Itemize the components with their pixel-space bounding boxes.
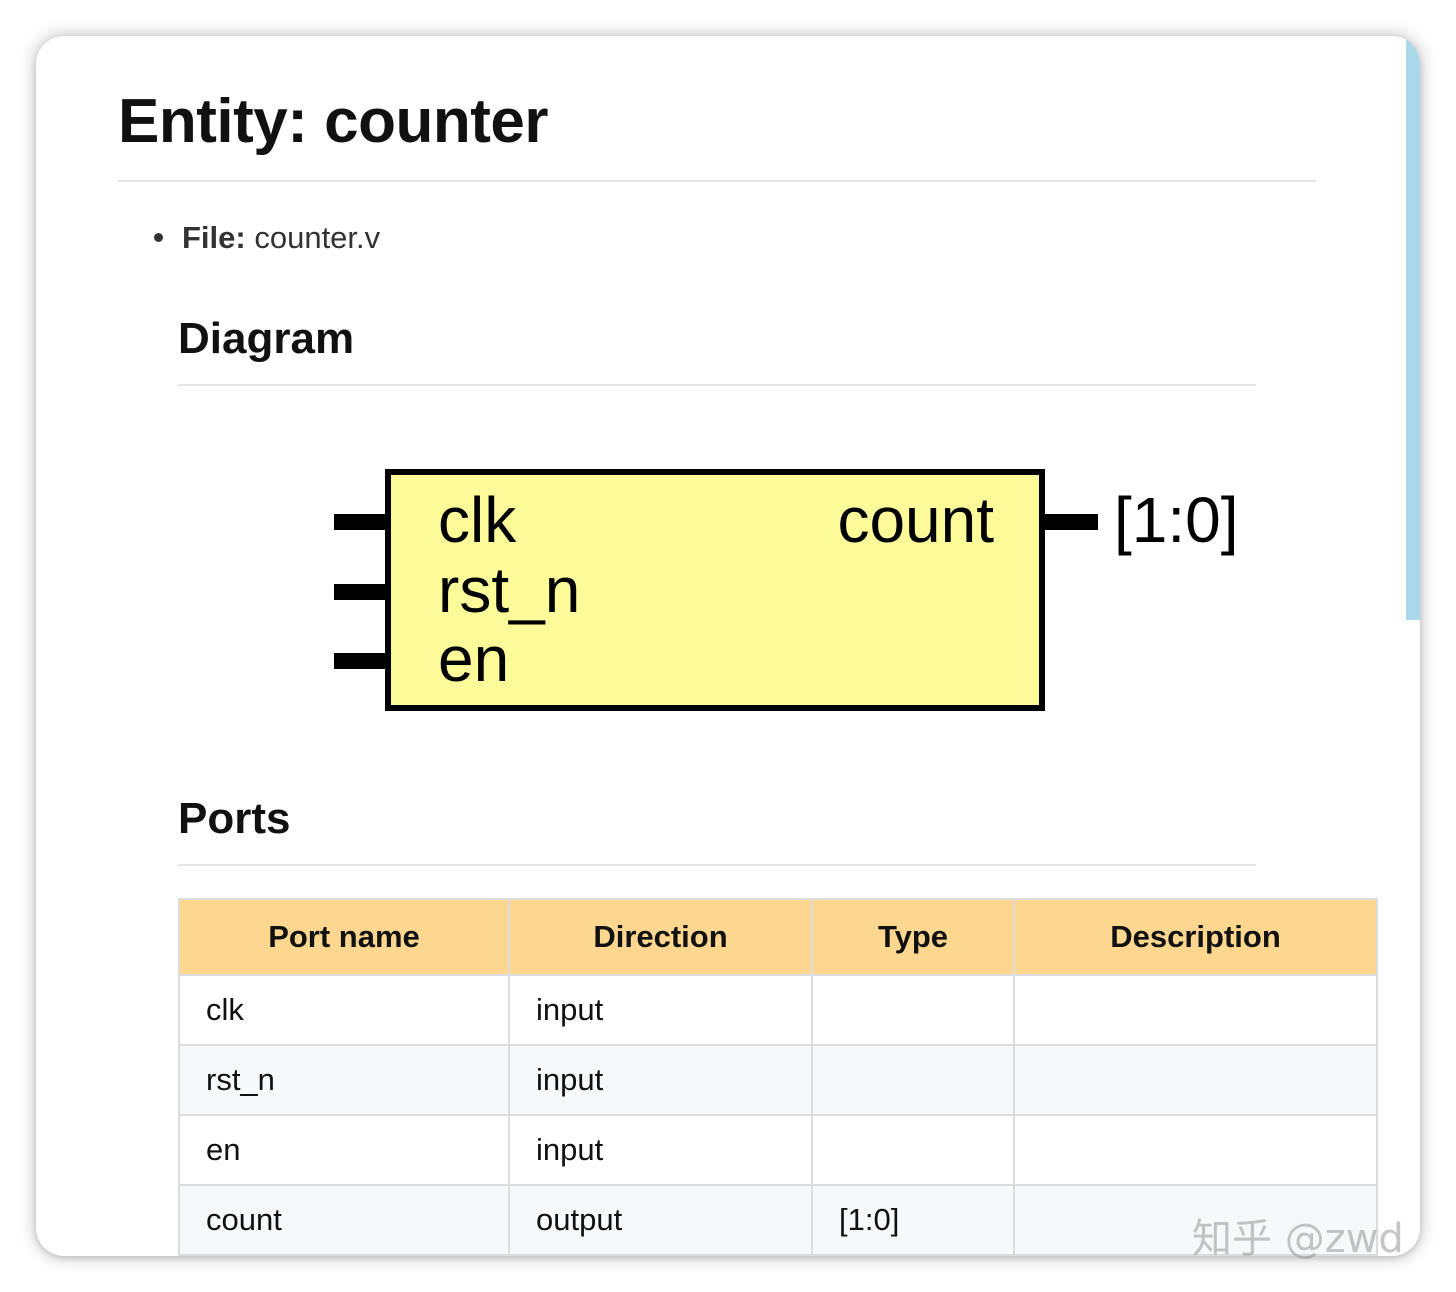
ports-divider xyxy=(178,864,1256,866)
scrollbar-thumb[interactable] xyxy=(1406,36,1420,620)
cell-port-name: count xyxy=(178,1184,510,1256)
column-header-description: Description xyxy=(1013,898,1378,976)
entity-title: Entity: counter xyxy=(118,87,548,156)
output-width-count: [1:0] xyxy=(1114,484,1239,556)
diagram-heading: Diagram xyxy=(178,314,355,363)
diagram-divider xyxy=(178,384,1256,386)
output-label-count: count xyxy=(837,484,994,556)
cell-type xyxy=(811,1044,1015,1116)
input-label-clk: clk xyxy=(438,484,517,556)
entity-diagram: clk rst_n en count [1:0] xyxy=(334,469,1239,711)
ports-heading: Ports xyxy=(178,794,291,843)
cell-type xyxy=(811,1114,1015,1186)
input-label-en: en xyxy=(438,623,509,695)
cell-direction: input xyxy=(508,1114,813,1186)
input-pin-clk xyxy=(334,514,388,530)
entity-block xyxy=(385,469,1045,711)
output-pin-count xyxy=(1042,514,1098,530)
column-header-direction: Direction xyxy=(508,898,813,976)
watermark: 知乎 @zwd xyxy=(1192,1216,1404,1262)
document-window: Entity: counter File: counter.v Diagram … xyxy=(36,36,1420,1256)
cell-description xyxy=(1013,1184,1378,1256)
cell-type xyxy=(811,974,1015,1046)
table-row: en input xyxy=(178,1114,1378,1186)
cell-port-name: en xyxy=(178,1114,510,1186)
file-value: counter.v xyxy=(245,220,381,255)
cell-port-name: rst_n xyxy=(178,1044,510,1116)
cell-direction: input xyxy=(508,974,813,1046)
cell-description xyxy=(1013,1114,1378,1186)
bullet-icon xyxy=(154,233,163,242)
column-header-port-name: Port name xyxy=(178,898,510,976)
cell-type: [1:0] xyxy=(811,1184,1015,1256)
input-pin-rst_n xyxy=(334,584,388,600)
cell-description xyxy=(1013,1044,1378,1116)
table-row: rst_n input xyxy=(178,1044,1378,1116)
cell-port-name: clk xyxy=(178,974,510,1046)
file-info: File: counter.v xyxy=(182,220,380,256)
input-pin-en xyxy=(334,653,388,669)
cell-direction: input xyxy=(508,1044,813,1116)
file-label: File: xyxy=(182,220,246,255)
table-header-row: Port name Direction Type Description xyxy=(178,898,1378,976)
table-row: clk input xyxy=(178,974,1378,1046)
title-divider xyxy=(118,180,1316,182)
input-label-rst_n: rst_n xyxy=(438,554,580,626)
column-header-type: Type xyxy=(811,898,1015,976)
table-row: count output [1:0] xyxy=(178,1184,1378,1256)
cell-description xyxy=(1013,974,1378,1046)
cell-direction: output xyxy=(508,1184,813,1256)
ports-table: Port name Direction Type Description clk… xyxy=(178,898,1378,1256)
